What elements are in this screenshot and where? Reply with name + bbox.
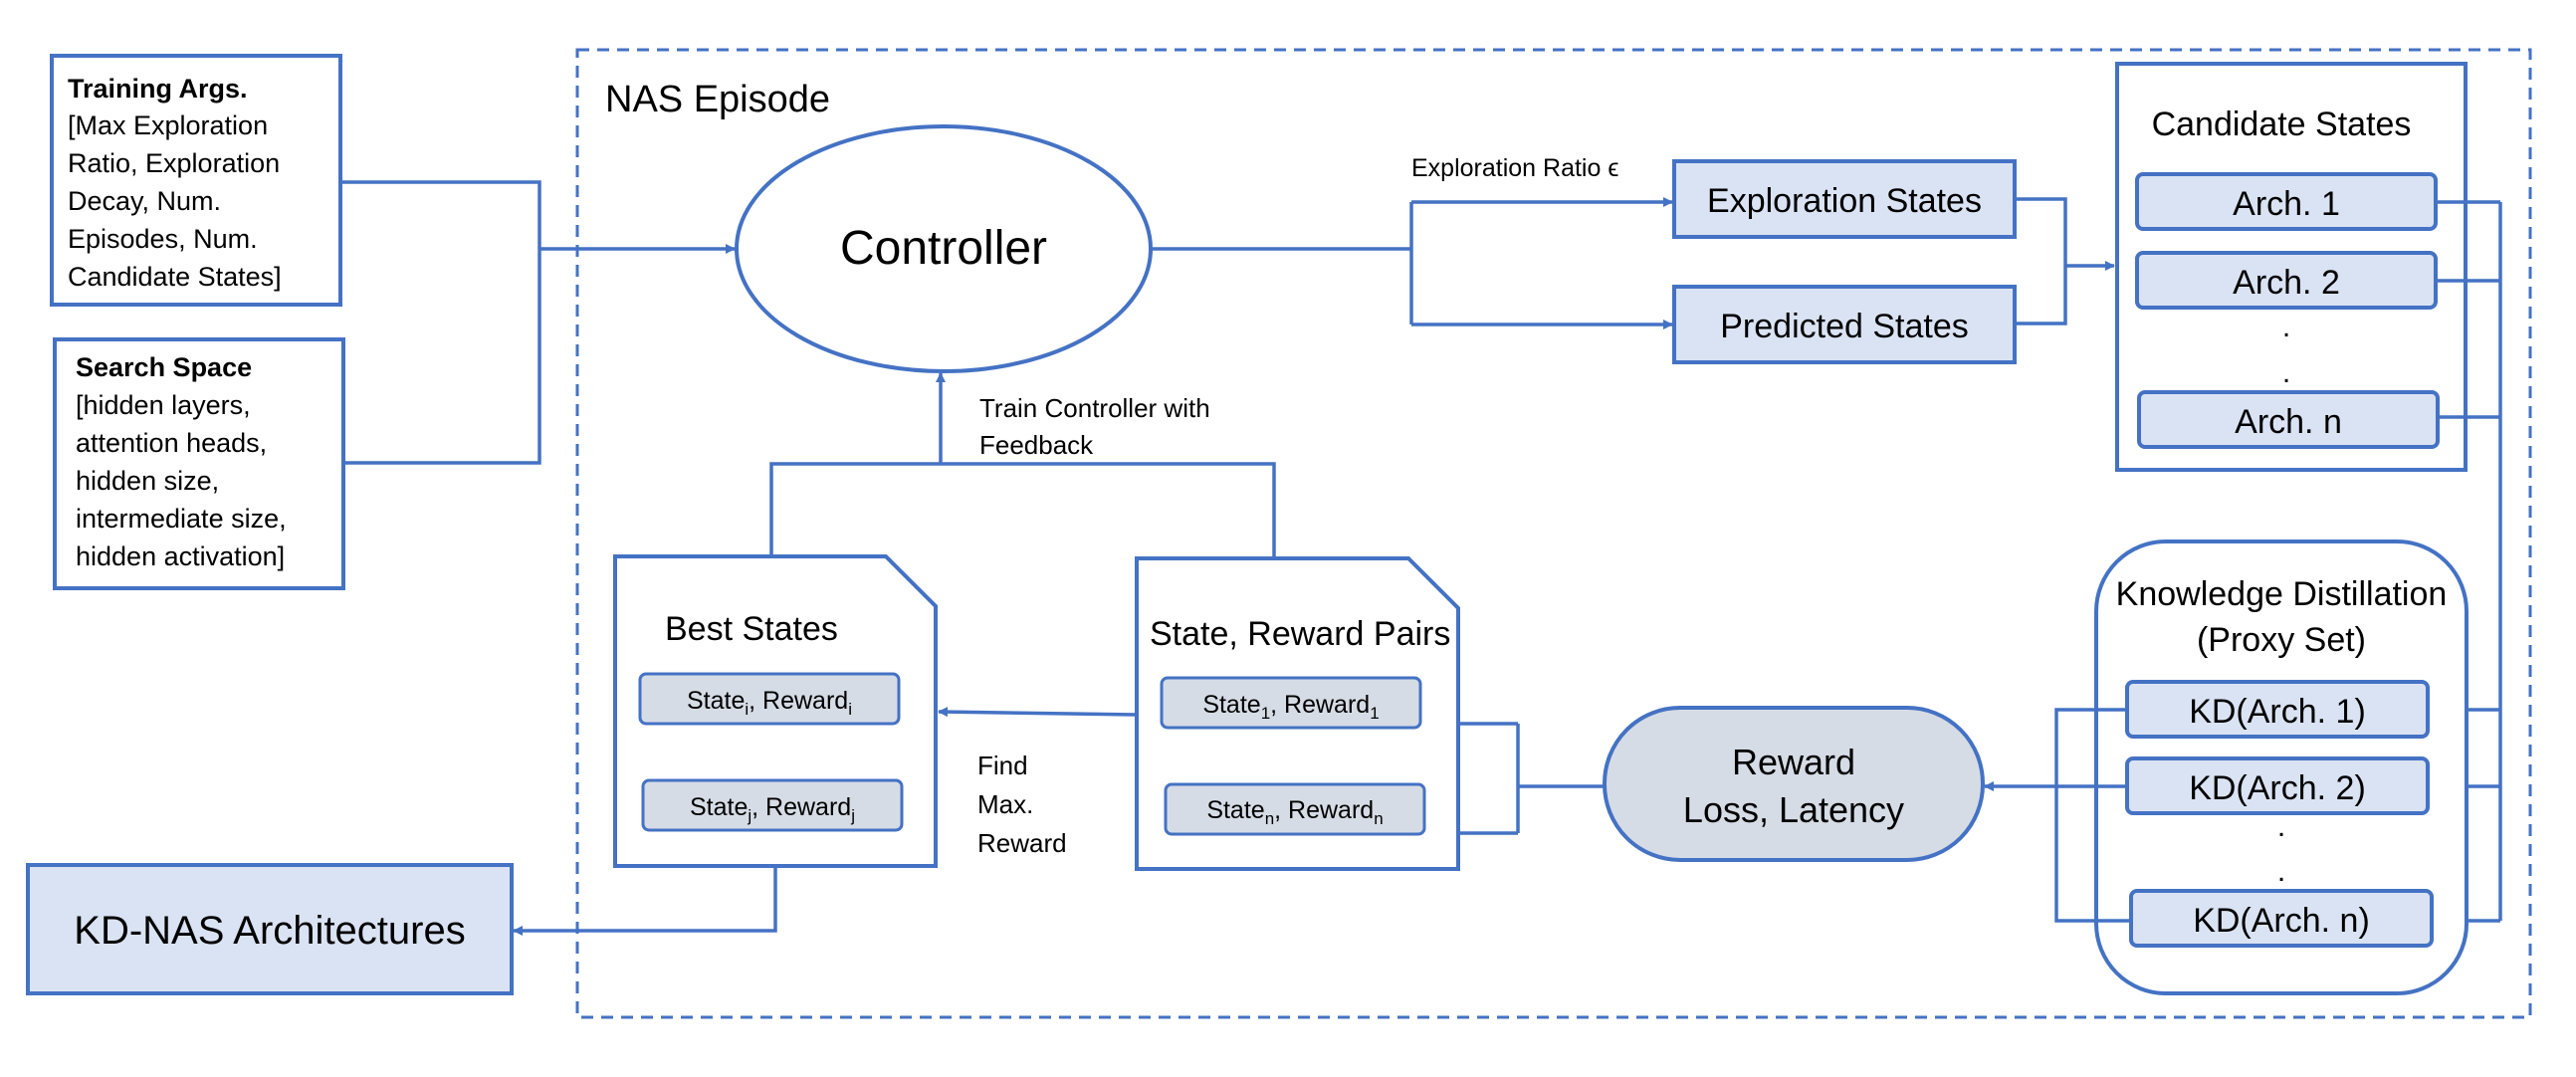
- exploration-ratio-label: Exploration Ratio ϵ: [1411, 154, 1618, 182]
- training-args-line: Decay, Num.: [68, 186, 221, 216]
- kd-title: Knowledge Distillation: [2116, 575, 2448, 613]
- training-args-line: Episodes, Num.: [68, 224, 258, 254]
- kd-arch-label: KD(Arch. 1): [2189, 693, 2366, 731]
- candidate-arch-label: Arch. n: [2235, 403, 2342, 441]
- best-states-row: [638, 672, 901, 726]
- best-states-title: Best States: [665, 610, 838, 648]
- predicted-states-label: Predicted States: [1720, 308, 1968, 345]
- reward-subtitle: Loss, Latency: [1683, 789, 1904, 830]
- feedback-connectors: [769, 372, 1276, 558]
- best-states-row-label: Statei, Rewardi: [687, 687, 852, 719]
- training-args-line: Ratio, Exploration: [68, 148, 280, 178]
- feedback-label: Train Controller with: [979, 393, 1210, 423]
- find-max-label: Max.: [977, 789, 1033, 819]
- search-space-line: [hidden layers,: [76, 390, 251, 420]
- search-space-line: hidden size,: [76, 466, 219, 496]
- candidate-ellipsis: .: [2282, 356, 2290, 389]
- pairs-to-best-arrow: [938, 707, 1138, 718]
- reward-title: Reward: [1732, 742, 1855, 782]
- best-to-output-arrow: [513, 866, 777, 936]
- controller-output-connectors: [1151, 197, 1673, 329]
- pairs-row: [1160, 676, 1422, 730]
- kd-arch-item: [2129, 889, 2434, 948]
- pairs-row-label: State1, Reward1: [1202, 691, 1379, 723]
- training-args-line: Candidate States]: [68, 262, 282, 292]
- candidate-arch-item: [2137, 390, 2440, 449]
- search-space-line: attention heads,: [76, 428, 267, 458]
- nas-episode-border: [575, 48, 2532, 1019]
- nas-episode-label: NAS Episode: [605, 79, 830, 120]
- kd-title: (Proxy Set): [2197, 621, 2366, 659]
- candidate-arch-label: Arch. 1: [2233, 185, 2340, 223]
- kd-to-reward-connectors: [1984, 708, 2131, 923]
- find-max-label: Find: [977, 751, 1028, 780]
- input-connectors: [340, 180, 736, 465]
- reward-node: Reward Loss, Latency: [1603, 706, 1985, 862]
- kd-nas-architectures-box: KD-NAS Architectures: [26, 863, 514, 995]
- training-args-line: [Max Exploration: [68, 110, 268, 140]
- candidate-states-title: Candidate States: [2152, 106, 2412, 143]
- kd-arch-label: KD(Arch. 2): [2189, 769, 2366, 807]
- knowledge-distillation-box: Knowledge Distillation (Proxy Set) KD(Ar…: [2094, 539, 2469, 995]
- best-states-row: [641, 778, 904, 832]
- pairs-title: State, Reward Pairs: [1150, 615, 1450, 653]
- controller-label: Controller: [840, 222, 1047, 275]
- search-space-title: Search Space: [76, 352, 252, 382]
- states-merge-connectors: [2015, 197, 2115, 325]
- candidate-arch-label: Arch. 2: [2233, 264, 2340, 302]
- kd-nas-architectures-label: KD-NAS Architectures: [74, 909, 465, 953]
- search-space-line: hidden activation]: [76, 541, 285, 571]
- training-args-box: Training Args. [Max Exploration Ratio, E…: [50, 54, 342, 307]
- state-reward-pairs-doc: State, Reward Pairs State1, Reward1 Stat…: [1135, 556, 1460, 871]
- best-states-row-label: Statej, Rewardj: [690, 793, 855, 825]
- find-max-label: Reward: [977, 828, 1067, 858]
- kd-ellipsis: .: [2277, 855, 2285, 888]
- feedback-label: Feedback: [979, 430, 1094, 460]
- candidate-states-box: Candidate States Arch. 1 Arch. 2 . . Arc…: [2115, 62, 2468, 472]
- search-space-line: intermediate size,: [76, 504, 287, 534]
- search-space-box: Search Space [hidden layers, attention h…: [53, 337, 345, 590]
- kd-ellipsis: .: [2277, 810, 2285, 843]
- pairs-row-label: Staten, Rewardn: [1206, 796, 1383, 828]
- kd-arch-label: KD(Arch. n): [2193, 902, 2370, 940]
- predicted-states-box: Predicted States: [1672, 285, 2017, 364]
- best-states-doc: Best States Statei, Rewardi Statej, Rewa…: [613, 554, 938, 868]
- exploration-states-label: Exploration States: [1707, 182, 1982, 220]
- training-args-title: Training Args.: [68, 74, 248, 104]
- pairs-row: [1164, 782, 1426, 836]
- candidate-ellipsis: .: [2282, 311, 2290, 343]
- exploration-states-box: Exploration States: [1672, 159, 2017, 239]
